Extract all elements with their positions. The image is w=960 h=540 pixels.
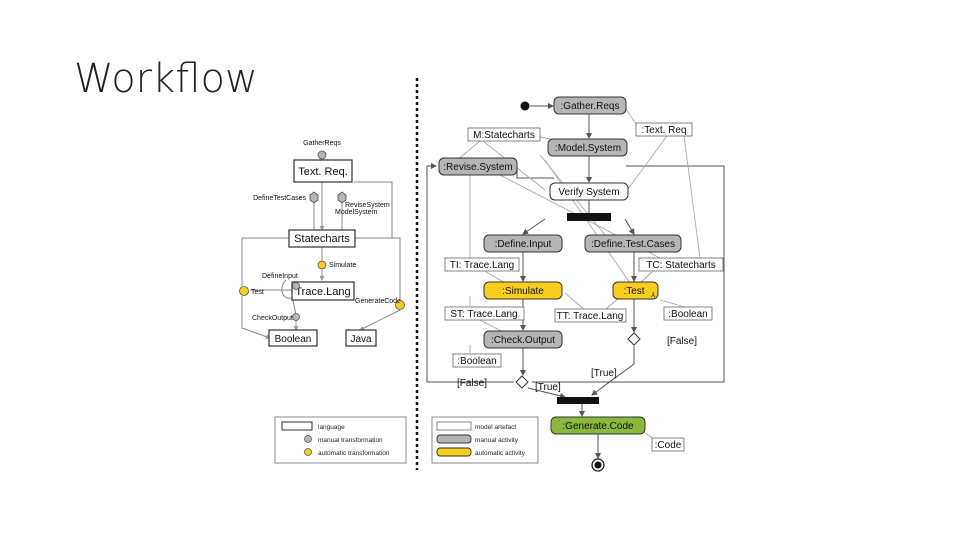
artefact-text-req	[635, 122, 693, 137]
transform-gatherreqs-icon	[317, 150, 327, 160]
activity-model-system-label: :Model.System	[555, 143, 621, 154]
fork-bar-1	[567, 213, 611, 221]
activity-define-input	[483, 234, 563, 253]
right-legend-manual: manual activity	[475, 437, 519, 444]
activity-check-output-label: :Check.Output	[491, 335, 555, 346]
transform-modelsystem-label: ModelSystem	[335, 209, 378, 216]
lang-text-req	[293, 159, 353, 183]
activity-generate-code-label: :Generate.Code	[562, 421, 634, 432]
right-legend-artefact: model artefact	[475, 424, 516, 431]
activity-model-system	[547, 138, 628, 157]
transform-test-label: Test	[251, 289, 264, 296]
artefact-ti-trace	[444, 257, 520, 272]
guard-true-left: [True]	[535, 382, 561, 393]
artefact-tc-statecharts	[638, 257, 724, 272]
artefact-m-statecharts	[467, 127, 541, 142]
guard-false-right: [False]	[667, 336, 697, 347]
artefact-code-label: :Code	[655, 440, 682, 451]
guard-false-left: [False]	[457, 378, 487, 389]
artefact-ti-trace-label: TI: Trace.Lang	[450, 260, 514, 271]
guard-true-right: [True]	[591, 368, 617, 379]
artefact-m-statecharts-label: M:Statecharts	[473, 130, 535, 141]
activity-gather-reqs-label: :Gather.Reqs	[561, 101, 620, 112]
artefact-boolean-right-label: :Boolean	[668, 309, 707, 320]
activity-simulate	[483, 281, 563, 300]
fork-symbol-icon: ⅄	[650, 291, 656, 299]
artefact-boolean-left	[452, 353, 502, 368]
activity-test	[612, 281, 659, 300]
artefact-boolean-left-label: :Boolean	[457, 356, 496, 367]
transform-defineinput-icon	[292, 282, 300, 290]
activity-define-test-cases-label: :Define.Test.Cases	[591, 239, 675, 250]
artefact-st-trace-label: ST: Trace.Lang	[450, 309, 517, 320]
transform-generatecode-label: GenerateCode	[355, 298, 401, 305]
left-legend: language manual transformation automatic…	[274, 416, 407, 464]
artefact-boolean-right	[663, 306, 713, 321]
activity-gather-reqs	[553, 96, 627, 115]
activity-revise-system	[438, 157, 518, 176]
activity-test-label: :Test	[623, 286, 644, 297]
lang-statecharts	[288, 229, 356, 248]
transform-definetestcases-icon	[309, 191, 319, 204]
lang-boolean	[268, 329, 318, 347]
transform-defineinput-label: DefineInput	[262, 273, 298, 280]
artefact-st-trace	[444, 306, 525, 321]
transform-definetestcases-label: DefineTestCases	[253, 195, 306, 202]
activity-define-input-label: :Define.Input	[495, 239, 552, 250]
lang-trace-lang-label: Trace.Lang	[295, 286, 350, 298]
lang-boolean-label: Boolean	[275, 334, 312, 345]
activity-simulate-label: :Simulate	[502, 286, 544, 297]
transform-revisesystem-label: ReviseSystem	[345, 202, 390, 209]
activity-check-output	[483, 330, 563, 349]
decision-test	[627, 332, 641, 346]
activity-define-test-cases	[584, 234, 682, 253]
activity-verify-system-label: Verify System	[558, 187, 619, 198]
decision-check	[515, 375, 529, 389]
start-node	[520, 101, 530, 111]
right-legend-automatic: automatic activity	[475, 450, 526, 457]
lang-statecharts-label: Statecharts	[294, 233, 350, 245]
transform-checkoutput-icon	[292, 313, 300, 321]
activity-revise-system-label: :Revise.System	[443, 162, 512, 173]
lang-text-req-label: Text. Req.	[298, 166, 348, 178]
lang-java-label: Java	[350, 334, 372, 345]
artefact-tt-trace	[554, 308, 627, 323]
right-diagram: :Gather.Reqs :Model.System :Revise.Syste…	[426, 96, 725, 472]
transform-test-icon	[239, 286, 249, 296]
transform-simulate-icon	[317, 260, 327, 270]
activity-verify-system	[549, 182, 629, 201]
artefact-tt-trace-label: TT: Trace.Lang	[557, 311, 624, 322]
transform-checkoutput-label: CheckOutput	[252, 315, 293, 322]
transform-generatecode-icon	[395, 300, 405, 310]
left-legend-manual: manual transformation	[318, 437, 383, 444]
transform-revisesystem-icon	[337, 191, 347, 204]
right-legend: model artefact manual activity automatic…	[431, 416, 539, 464]
artefact-text-req-label: :Text. Req	[641, 125, 686, 136]
left-legend-language: language	[318, 424, 345, 431]
lang-java	[345, 329, 377, 347]
slide-title: Workflow	[74, 56, 258, 102]
artefact-code	[651, 437, 685, 452]
transform-gatherreqs-label: GatherReqs	[303, 140, 341, 147]
lang-trace-lang	[291, 281, 355, 301]
join-bar	[557, 397, 599, 404]
left-diagram: Text. Req. Statecharts Trace.Lang Boolea…	[239, 140, 405, 347]
artefact-tc-statecharts-label: TC: Statecharts	[646, 260, 715, 271]
left-legend-automatic: automatic transformation	[318, 450, 390, 457]
activity-generate-code	[550, 416, 646, 435]
transform-simulate-label: Simulate	[329, 262, 356, 269]
